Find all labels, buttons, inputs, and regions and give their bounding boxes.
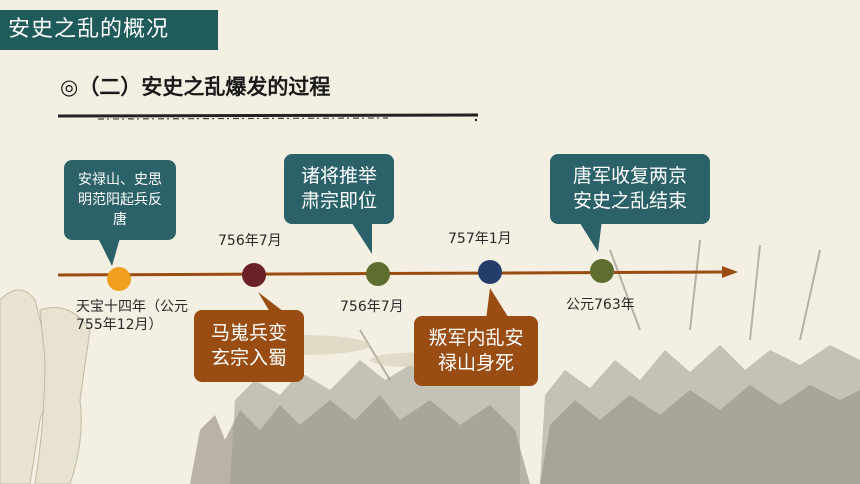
title-brush-underline <box>58 113 478 122</box>
chapter-title: 安史之乱的概况 <box>8 17 170 42</box>
event-text-5: 唐军收复两京安史之乱结束 <box>572 165 687 212</box>
chapter-title-box: 安史之乱的概况 <box>0 10 218 50</box>
event-bubble-3: 诸将推举肃宗即位 <box>284 154 394 224</box>
event-text-1: 安禄山、史思明范阳起兵反唐 <box>78 172 162 228</box>
timeline-dot-3 <box>366 262 390 286</box>
event-text-2: 马嵬兵变玄宗入蜀 <box>210 322 287 369</box>
timeline-arrow-line <box>57 270 723 277</box>
date-label-4: 757年1月 <box>448 231 512 247</box>
date-label-3: 756年7月 <box>340 299 404 315</box>
date-label-1: 天宝十四年（公元755年12月） <box>76 299 188 333</box>
event-bubble-2: 马嵬兵变玄宗入蜀 <box>194 310 304 382</box>
bubble-pointer-5 <box>578 220 602 252</box>
bubble-pointer-4 <box>486 288 510 320</box>
timeline-dot-4 <box>478 260 502 284</box>
date-label-2: 756年7月 <box>218 233 282 249</box>
event-text-4: 叛军内乱安禄山身死 <box>428 327 524 374</box>
timeline-dot-2 <box>242 263 266 287</box>
event-bubble-4: 叛军内乱安禄山身死 <box>414 316 538 386</box>
timeline-dot-1 <box>107 267 131 291</box>
section-title: ◎（二）安史之乱爆发的过程 <box>60 75 331 99</box>
bubble-pointer-3 <box>350 220 372 254</box>
timeline-arrowhead <box>722 266 738 278</box>
timeline-dot-5 <box>590 259 614 283</box>
bubble-pointer-1 <box>98 238 120 266</box>
date-label-5: 公元763年 <box>566 297 635 313</box>
event-bubble-5: 唐军收复两京安史之乱结束 <box>550 154 710 224</box>
event-text-3: 诸将推举肃宗即位 <box>300 165 377 212</box>
event-bubble-1: 安禄山、史思明范阳起兵反唐 <box>64 160 176 240</box>
bubble-pointer-2 <box>258 292 284 312</box>
